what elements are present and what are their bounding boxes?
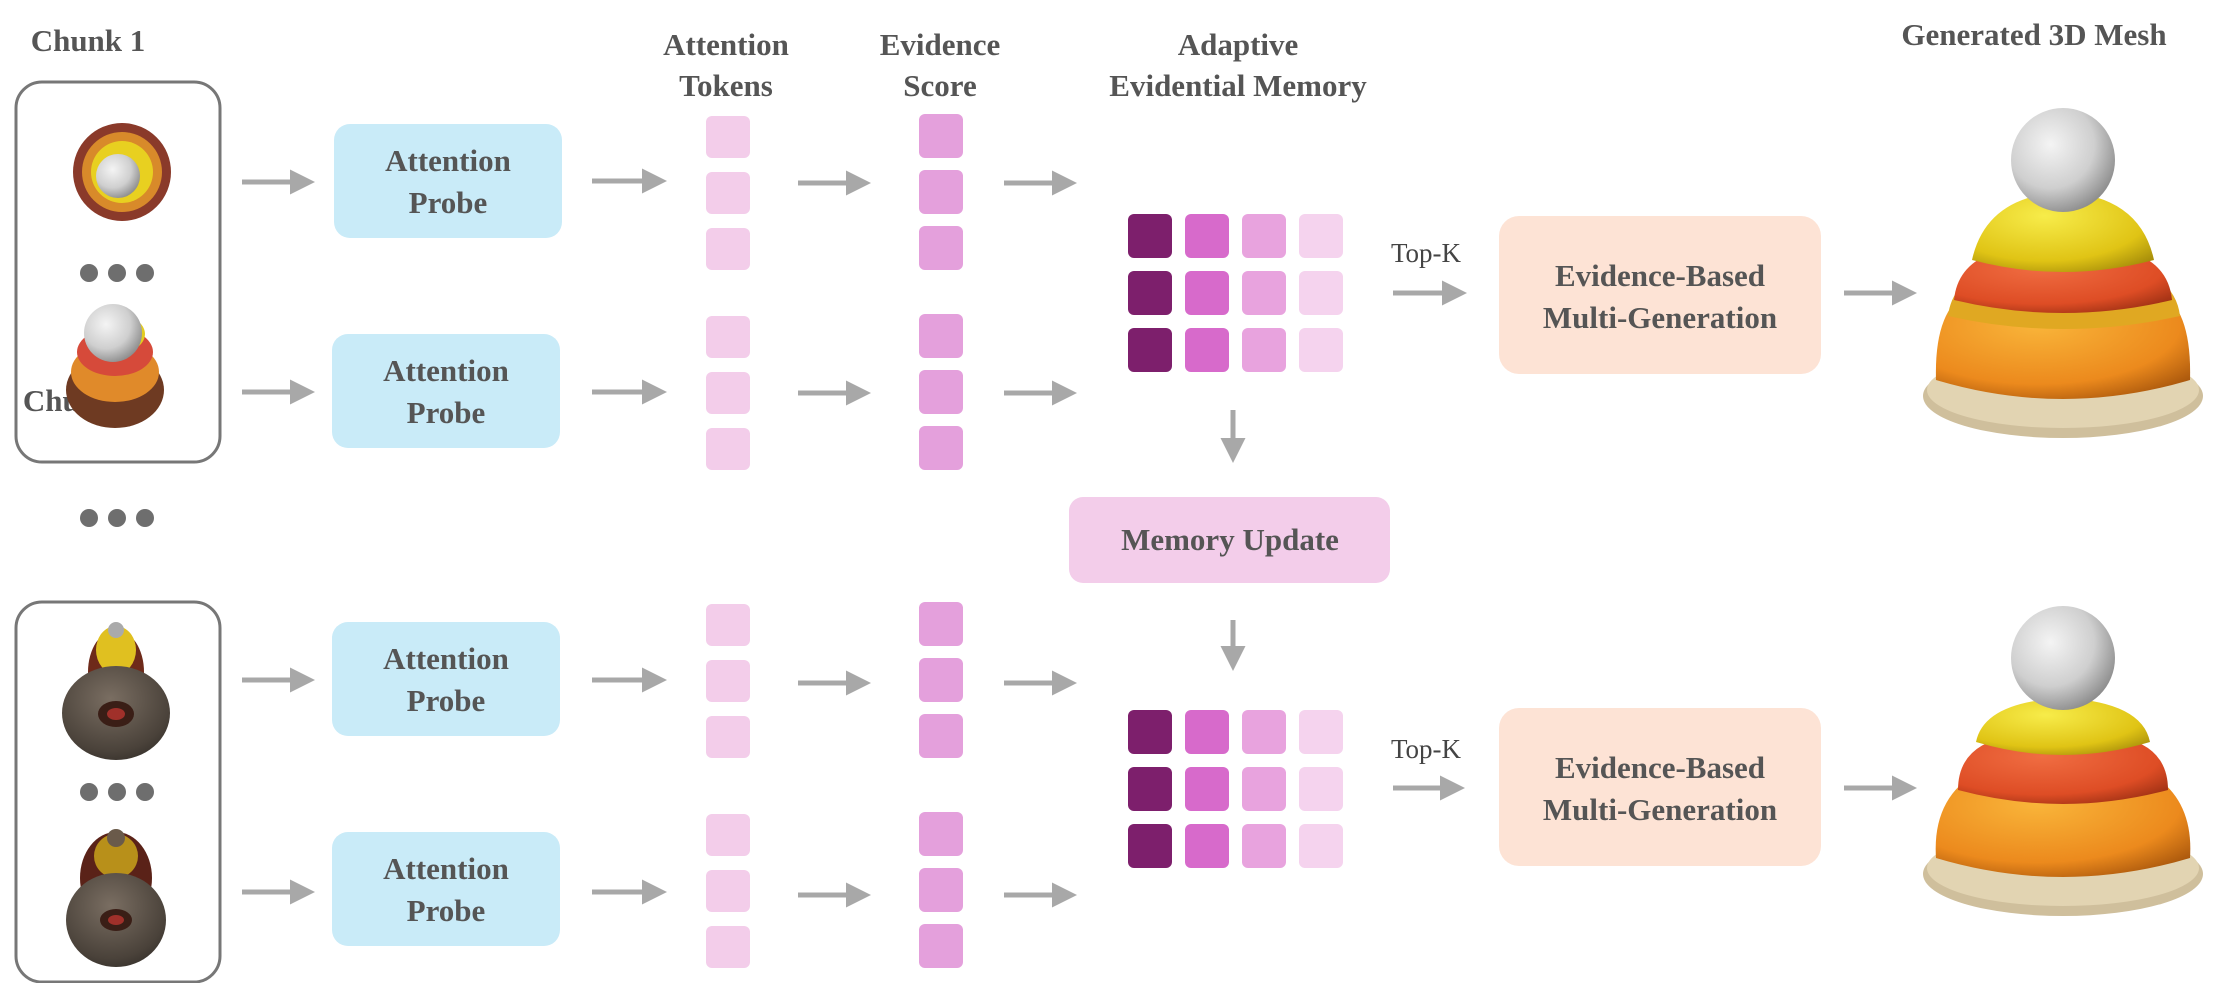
attention-probe-label-line1: Attention <box>385 143 511 178</box>
right-arrow-icon <box>242 168 1917 908</box>
attention-token <box>706 172 750 214</box>
attention-probe-3: Attention Probe <box>332 622 560 736</box>
generated-mesh-top <box>1923 108 2203 438</box>
multi-generation-box-bottom: Evidence-Based Multi-Generation <box>1499 708 1821 866</box>
memory-grid-bottom <box>1128 710 1343 868</box>
attention-token <box>706 814 750 856</box>
generated-mesh-bottom <box>1923 606 2203 916</box>
multi-generation-label-line2: Multi-Generation <box>1543 300 1777 335</box>
chunk-n-view-bottom <box>62 622 170 760</box>
attention-token <box>706 228 750 270</box>
attention-probe-label-line1: Attention <box>383 851 509 886</box>
attention-tokens-header-line2: Tokens <box>679 68 773 103</box>
evidence-score-header-line1: Evidence <box>880 27 1001 62</box>
attention-probe-label-line2: Probe <box>409 185 488 220</box>
chunk-1-label: Chunk 1 <box>31 23 146 58</box>
chunk-n-frame <box>14 600 222 983</box>
evidence-score-cell <box>919 226 963 270</box>
evidence-score-cell <box>919 924 963 968</box>
top-k-label: Top-K <box>1391 238 1462 268</box>
attention-probe-1: Attention Probe <box>334 124 562 238</box>
chunk-n-view-underside <box>66 829 166 967</box>
generated-mesh-header: Generated 3D Mesh <box>1901 17 2166 52</box>
attention-token <box>706 870 750 912</box>
attention-tokens-header-line1: Attention <box>663 27 789 62</box>
attention-probe-label-line1: Attention <box>383 641 509 676</box>
memory-update-box: Memory Update <box>1069 497 1390 583</box>
attention-token <box>706 116 750 158</box>
evidence-score-cell <box>919 114 963 158</box>
evidence-score-cell <box>919 658 963 702</box>
memory-update-label: Memory Update <box>1121 522 1339 557</box>
evidence-score-cell <box>919 602 963 646</box>
attention-token <box>706 372 750 414</box>
attention-probe-label-line2: Probe <box>407 893 486 928</box>
attention-token <box>706 660 750 702</box>
evidence-score-cell <box>919 812 963 856</box>
attention-token <box>706 926 750 968</box>
attention-token <box>706 604 750 646</box>
evidence-score-cell <box>919 714 963 758</box>
attention-probe-label-line1: Attention <box>383 353 509 388</box>
dot-ellipsis-icon <box>80 783 154 801</box>
memory-header-line1: Adaptive <box>1178 27 1299 62</box>
attention-token <box>706 716 750 758</box>
memory-grid-top <box>1128 214 1343 372</box>
multi-generation-label-line2: Multi-Generation <box>1543 792 1777 827</box>
attention-token <box>706 316 750 358</box>
chunk-1-view-side <box>66 304 164 428</box>
multi-generation-label-line1: Evidence-Based <box>1555 750 1765 785</box>
evidence-score-cell <box>919 170 963 214</box>
dot-ellipsis-icon <box>80 264 154 282</box>
evidence-score-cell <box>919 314 963 358</box>
attention-probe-label-line2: Probe <box>407 395 486 430</box>
chunk-1-view-top <box>73 123 171 221</box>
evidence-score-cell <box>919 868 963 912</box>
top-k-label: Top-K <box>1391 734 1462 764</box>
attention-probe-label-line2: Probe <box>407 683 486 718</box>
memory-header-line2: Evidential Memory <box>1109 68 1367 103</box>
evidence-score-cell <box>919 370 963 414</box>
multi-generation-box-top: Evidence-Based Multi-Generation <box>1499 216 1821 374</box>
dot-ellipsis-icon <box>80 509 154 527</box>
evidence-score-column <box>919 114 963 968</box>
evidence-score-header-line2: Score <box>903 68 976 103</box>
attention-tokens-column <box>706 116 750 968</box>
chunk-1-frame <box>14 80 222 464</box>
attention-probe-2: Attention Probe <box>332 334 560 448</box>
attention-token <box>706 428 750 470</box>
attention-probe-4: Attention Probe <box>332 832 560 946</box>
multi-generation-label-line1: Evidence-Based <box>1555 258 1765 293</box>
evidence-score-cell <box>919 426 963 470</box>
